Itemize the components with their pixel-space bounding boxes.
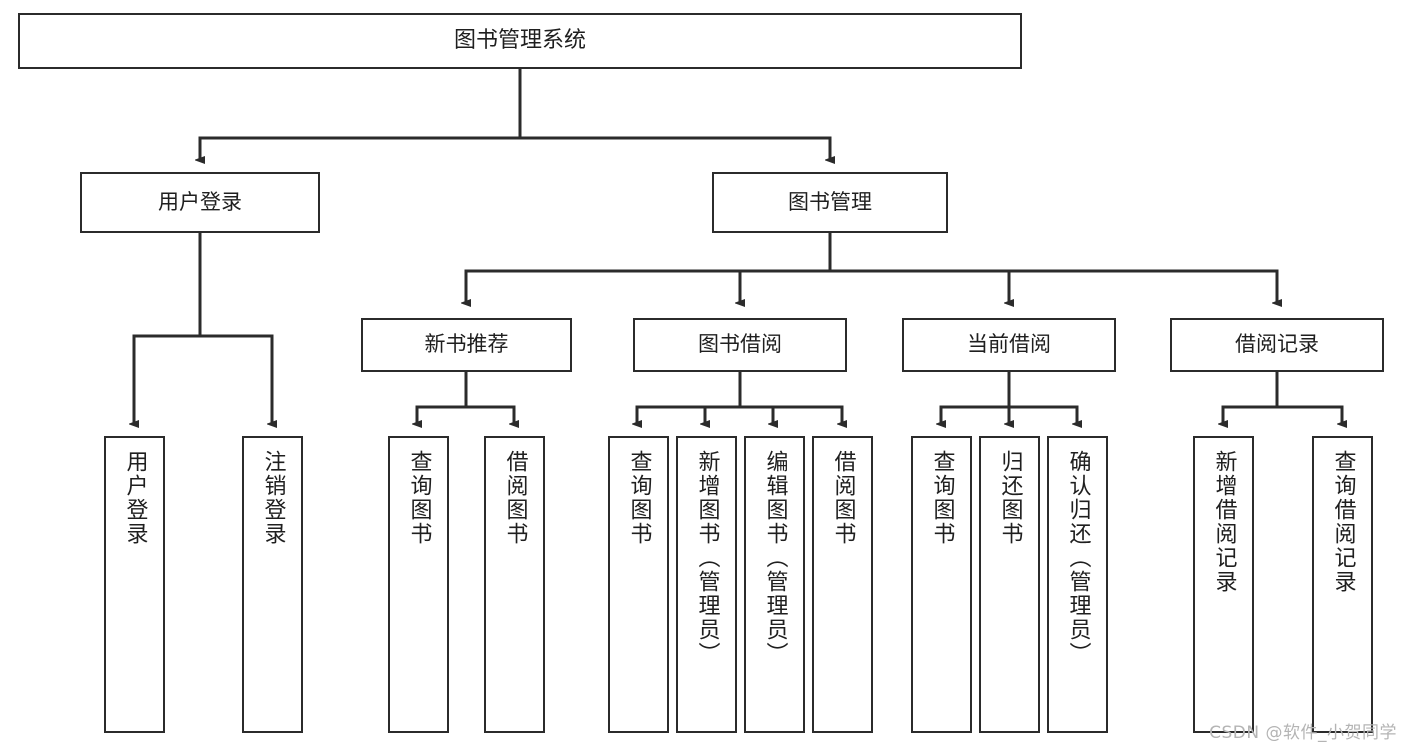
leaf-recommend-query-book[interactable]: 查询图书 bbox=[388, 436, 449, 733]
leaf-user-login[interactable]: 用户登录 bbox=[104, 436, 165, 733]
node-label: 新增借阅记录 bbox=[1211, 450, 1237, 594]
node-label: 借阅图书 bbox=[830, 450, 856, 546]
node-label: 图书管理 bbox=[788, 189, 872, 214]
node-label: 借阅图书 bbox=[502, 450, 528, 546]
node-label: 查询借阅记录 bbox=[1330, 450, 1356, 594]
node-label: 查询图书 bbox=[626, 450, 652, 546]
node-label: 编辑图书（管理员） bbox=[762, 450, 788, 666]
node-borrow-record[interactable]: 借阅记录 bbox=[1170, 318, 1384, 372]
leaf-borrow-borrow-book[interactable]: 借阅图书 bbox=[812, 436, 873, 733]
node-label: 查询图书 bbox=[406, 450, 432, 546]
leaf-current-confirm-return-admin[interactable]: 确认归还（管理员） bbox=[1047, 436, 1108, 733]
node-label: 查询图书 bbox=[929, 450, 955, 546]
watermark: CSDN @软件_小贺同学 bbox=[1209, 723, 1397, 743]
node-book-management[interactable]: 图书管理 bbox=[712, 172, 948, 233]
leaf-recommend-borrow-book[interactable]: 借阅图书 bbox=[484, 436, 545, 733]
node-current-borrow[interactable]: 当前借阅 bbox=[902, 318, 1116, 372]
node-new-book-recommend[interactable]: 新书推荐 bbox=[361, 318, 572, 372]
leaf-borrow-add-book-admin[interactable]: 新增图书（管理员） bbox=[676, 436, 737, 733]
leaf-logout[interactable]: 注销登录 bbox=[242, 436, 303, 733]
node-label: 用户登录 bbox=[122, 450, 148, 546]
leaf-record-query-record[interactable]: 查询借阅记录 bbox=[1312, 436, 1373, 733]
node-label: 注销登录 bbox=[260, 450, 286, 546]
node-book-borrow[interactable]: 图书借阅 bbox=[633, 318, 847, 372]
node-label: 确认归还（管理员） bbox=[1065, 450, 1091, 666]
leaf-record-add-record[interactable]: 新增借阅记录 bbox=[1193, 436, 1254, 733]
leaf-borrow-query-book[interactable]: 查询图书 bbox=[608, 436, 669, 733]
leaf-borrow-edit-book-admin[interactable]: 编辑图书（管理员） bbox=[744, 436, 805, 733]
node-label: 归还图书 bbox=[997, 450, 1023, 546]
node-label: 当前借阅 bbox=[967, 332, 1051, 357]
node-root-system[interactable]: 图书管理系统 bbox=[18, 13, 1022, 69]
node-label: 图书管理系统 bbox=[453, 27, 586, 53]
node-label: 新书推荐 bbox=[424, 332, 509, 357]
node-user-login[interactable]: 用户登录 bbox=[80, 172, 320, 233]
node-label: 新增图书（管理员） bbox=[694, 450, 720, 666]
node-label: 用户登录 bbox=[158, 189, 242, 214]
leaf-current-return-book[interactable]: 归还图书 bbox=[979, 436, 1040, 733]
node-label: 图书借阅 bbox=[698, 332, 782, 357]
node-label: 借阅记录 bbox=[1235, 332, 1319, 357]
leaf-current-query-book[interactable]: 查询图书 bbox=[911, 436, 972, 733]
